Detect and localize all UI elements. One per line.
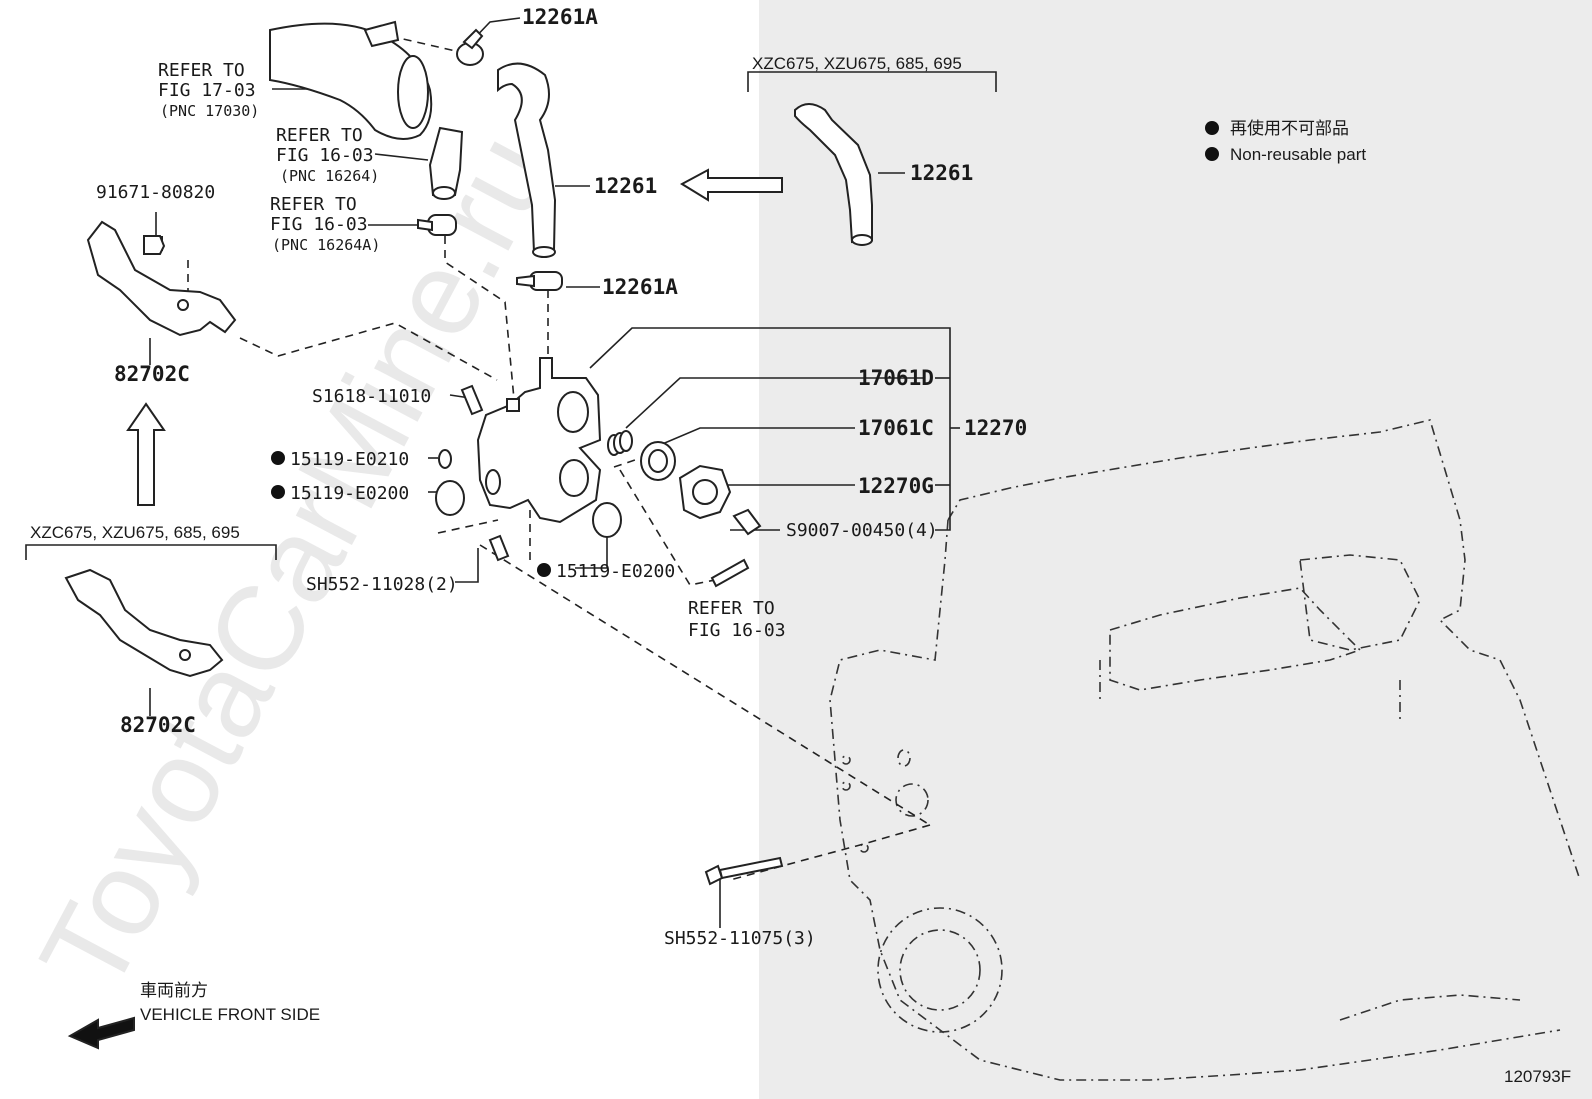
o-ring-15119-E0200b: [592, 502, 622, 538]
part-S9007-00450: S9007-00450(4): [786, 520, 938, 541]
legend-bullet-icon: [1205, 147, 1219, 161]
ref2-line2: FIG 16-03: [276, 145, 374, 166]
part-S1618-11010: S1618-11010: [312, 386, 431, 407]
stud-S1618: [460, 384, 484, 416]
bracket-82702C-lower: [64, 568, 224, 678]
hose-17030: [269, 20, 433, 140]
ref1-line3: (PNC 17030): [160, 102, 259, 120]
ref4-line2: FIG 16-03: [688, 620, 786, 641]
bolt-S9007: [732, 508, 762, 536]
ref4-line1: REFER TO: [688, 598, 775, 619]
variant-label-left: XZC675, XZU675, 685, 695: [30, 523, 240, 542]
stud-SH552-11028: [488, 534, 510, 562]
hose-16264: [428, 126, 464, 200]
o-ring-15119-E0200a: [435, 480, 465, 516]
non-reusable-bullet-icon: [271, 451, 285, 465]
part-15119-E0210: 15119-E0210: [290, 449, 409, 470]
ref1-line1: REFER TO: [158, 60, 245, 81]
ref3-line2: FIG 16-03: [270, 214, 368, 235]
part-12270: 12270: [964, 416, 1027, 440]
part-12270G: 12270G: [858, 474, 934, 498]
direction-en: VEHICLE FRONT SIDE: [140, 1005, 320, 1024]
thermostat-17061C: [640, 441, 676, 481]
ref2-line3: (PNC 16264): [280, 167, 379, 185]
ref3-line1: REFER TO: [270, 194, 357, 215]
legend-bullet-icon: [1205, 121, 1219, 135]
ref1-line2: FIG 17-03: [158, 80, 256, 101]
part-SH552-11075: SH552-11075(3): [664, 928, 816, 949]
part-91671-80820: 91671-80820: [96, 182, 215, 203]
non-reusable-bullet-icon: [537, 563, 551, 577]
ref2-line1: REFER TO: [276, 125, 363, 146]
clamp-12261A-low: [516, 271, 563, 291]
clamp-16264A: [417, 214, 457, 236]
bolt-91671: [143, 235, 166, 255]
part-15119-E0200-a: 15119-E0200: [290, 483, 409, 504]
part-12261A-top: 12261A: [522, 5, 598, 29]
ref3-line3: (PNC 16264A): [272, 236, 380, 254]
part-17061D: 17061D: [858, 366, 934, 390]
part-12261A-low: 12261A: [602, 275, 678, 299]
part-12261-main: 12261: [594, 174, 657, 198]
vehicle-front-arrow-icon: [67, 1016, 135, 1050]
legend-en: Non-reusable part: [1230, 145, 1366, 164]
legend-jp: 再使用不可部品: [1230, 118, 1349, 138]
part-12261-variant: 12261: [910, 161, 973, 185]
part-17061C: 17061C: [858, 416, 934, 440]
arrow-left-icon: [679, 168, 783, 202]
part-SH552-11028: SH552-11028(2): [306, 574, 458, 595]
engine-outline: [829, 419, 1581, 1081]
direction-jp: 車両前方: [140, 981, 208, 1000]
part-82702C-upper: 82702C: [114, 362, 190, 386]
figure-id: 120793F: [1504, 1067, 1571, 1086]
water-outlet-housing: [476, 357, 602, 524]
part-15119-E0200-b: 15119-E0200: [556, 561, 675, 582]
bolt-SH552-11075: [704, 856, 784, 886]
clamp-12261A-top: [456, 28, 484, 66]
spring-17061D: [607, 430, 633, 456]
pipe-16-03: [710, 558, 750, 588]
hose-12261-variant: [794, 103, 873, 246]
variant-label-top: XZC675, XZU675, 685, 695: [752, 54, 962, 73]
gasket-12270G: [678, 464, 732, 520]
hose-12261: [497, 62, 557, 258]
arrow-up-icon: [126, 402, 166, 506]
engine-background-panel: [759, 0, 1592, 1099]
non-reusable-bullet-icon: [271, 485, 285, 499]
part-82702C-lower: 82702C: [120, 713, 196, 737]
o-ring-15119-E0210: [438, 449, 452, 469]
